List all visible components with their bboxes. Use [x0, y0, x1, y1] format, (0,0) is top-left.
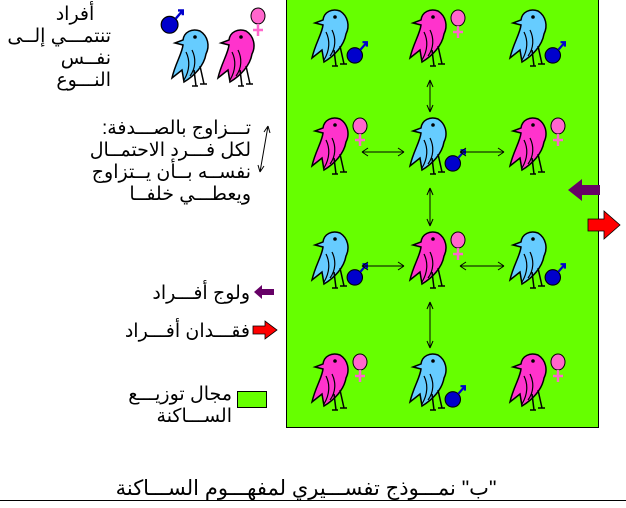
male-bird-icon	[409, 353, 466, 411]
male-bird-icon	[311, 231, 368, 289]
legend-immigration-text: ولوج أفـــراد	[152, 283, 250, 304]
mating-arrow-icon	[426, 301, 434, 349]
population-diagram	[311, 8, 621, 411]
mating-arrow-icon	[426, 187, 434, 227]
female-bird-icon	[409, 230, 467, 289]
mating-arrow-icon	[426, 79, 434, 113]
female-bird-icon	[311, 352, 369, 411]
emigration-arrow-icon	[252, 320, 278, 340]
immigration-arrow-icon	[568, 179, 600, 201]
female-bird-icon	[311, 116, 369, 175]
double-arrow-icon	[257, 125, 271, 173]
legend-bird-pair-icon	[159, 6, 267, 87]
female-bird-icon	[409, 8, 467, 67]
mating-arrow-icon	[361, 147, 405, 157]
mating-arrow-icon	[459, 147, 505, 157]
distribution-range-swatch-icon	[237, 391, 267, 408]
male-bird-icon	[409, 117, 466, 175]
female-bird-icon	[509, 116, 567, 175]
legend-individuals-label: أفراد	[55, 4, 95, 25]
caption-divider	[0, 500, 626, 501]
mating-arrow-icon	[361, 261, 405, 271]
legend-random-mating-text: تـــزاوج بالصـــدفة: لكل فـــرد الاحتمــ…	[89, 118, 251, 205]
figure-caption: "ب" نمـــوذج تفســـيري لمفهـــوم الســـا…	[115, 477, 497, 500]
legend-distribution-range-text: مجال توزيـــع الســـاكنة	[128, 384, 232, 427]
legend-individuals-description: تنتمـــي إلــى نفــس النـــوع	[7, 26, 111, 91]
male-bird-icon	[311, 9, 368, 67]
mating-arrow-icon	[459, 261, 505, 271]
female-bird-icon	[509, 352, 567, 411]
emigration-arrow-icon	[587, 210, 621, 240]
legend-emigration-text: فقـــدان أفـــراد	[124, 321, 250, 342]
male-bird-icon	[509, 231, 567, 289]
male-bird-icon	[509, 9, 567, 67]
immigration-arrow-icon	[254, 285, 274, 299]
